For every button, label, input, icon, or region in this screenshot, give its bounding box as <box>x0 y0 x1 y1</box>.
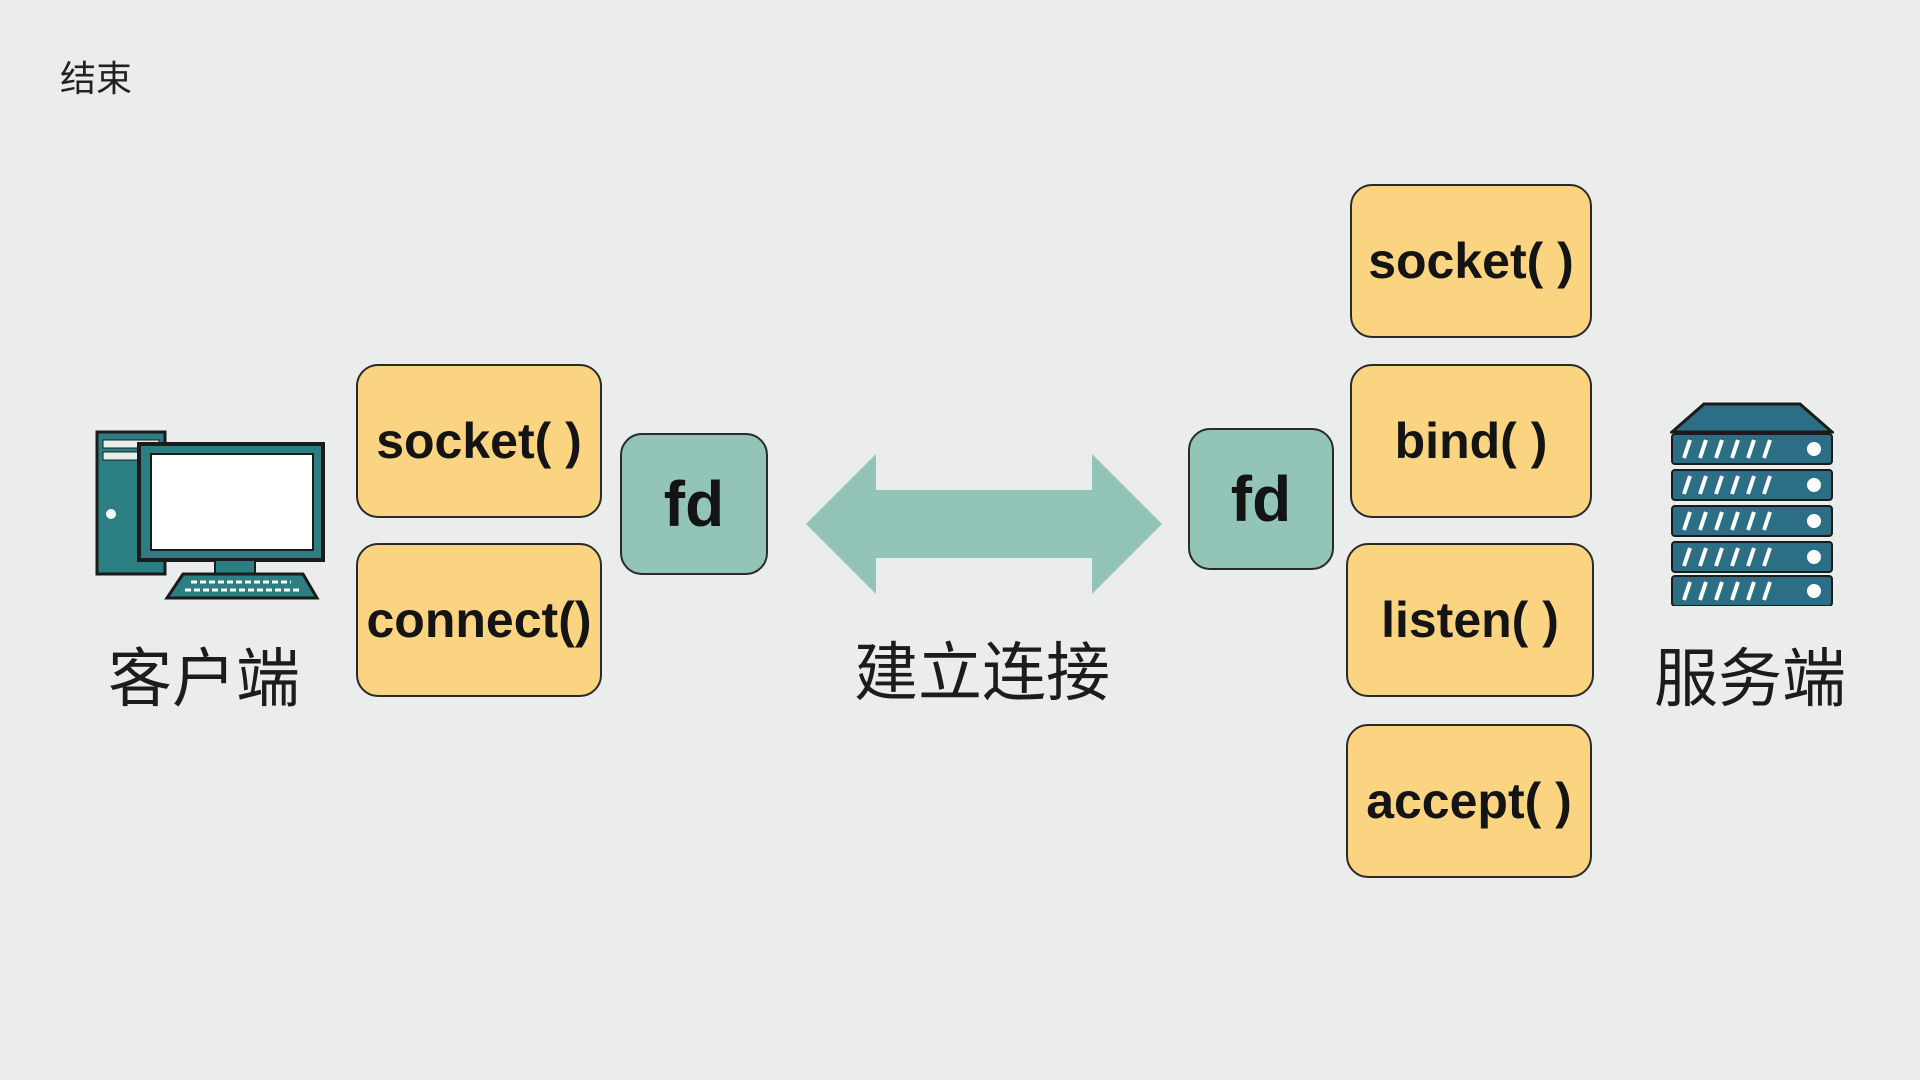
top-label: 结束 <box>60 59 133 100</box>
server-socket-box: socket( ) <box>1350 184 1592 338</box>
server-bind-box: bind( ) <box>1350 364 1592 518</box>
server-rack-icon <box>1670 402 1834 606</box>
server-fd-box: fd <box>1188 428 1334 570</box>
connection-label: 建立连接 <box>854 637 1110 711</box>
computer-icon <box>95 430 325 600</box>
server-listen-box: listen( ) <box>1346 543 1594 697</box>
client-connect-box: connect() <box>356 543 602 697</box>
client-socket-box: socket( ) <box>356 364 602 518</box>
client-label: 客户端 <box>108 643 300 717</box>
client-fd-box: fd <box>620 433 768 575</box>
double-arrow-icon <box>806 454 1162 594</box>
server-label: 服务端 <box>1654 643 1846 717</box>
server-accept-box: accept( ) <box>1346 724 1592 878</box>
